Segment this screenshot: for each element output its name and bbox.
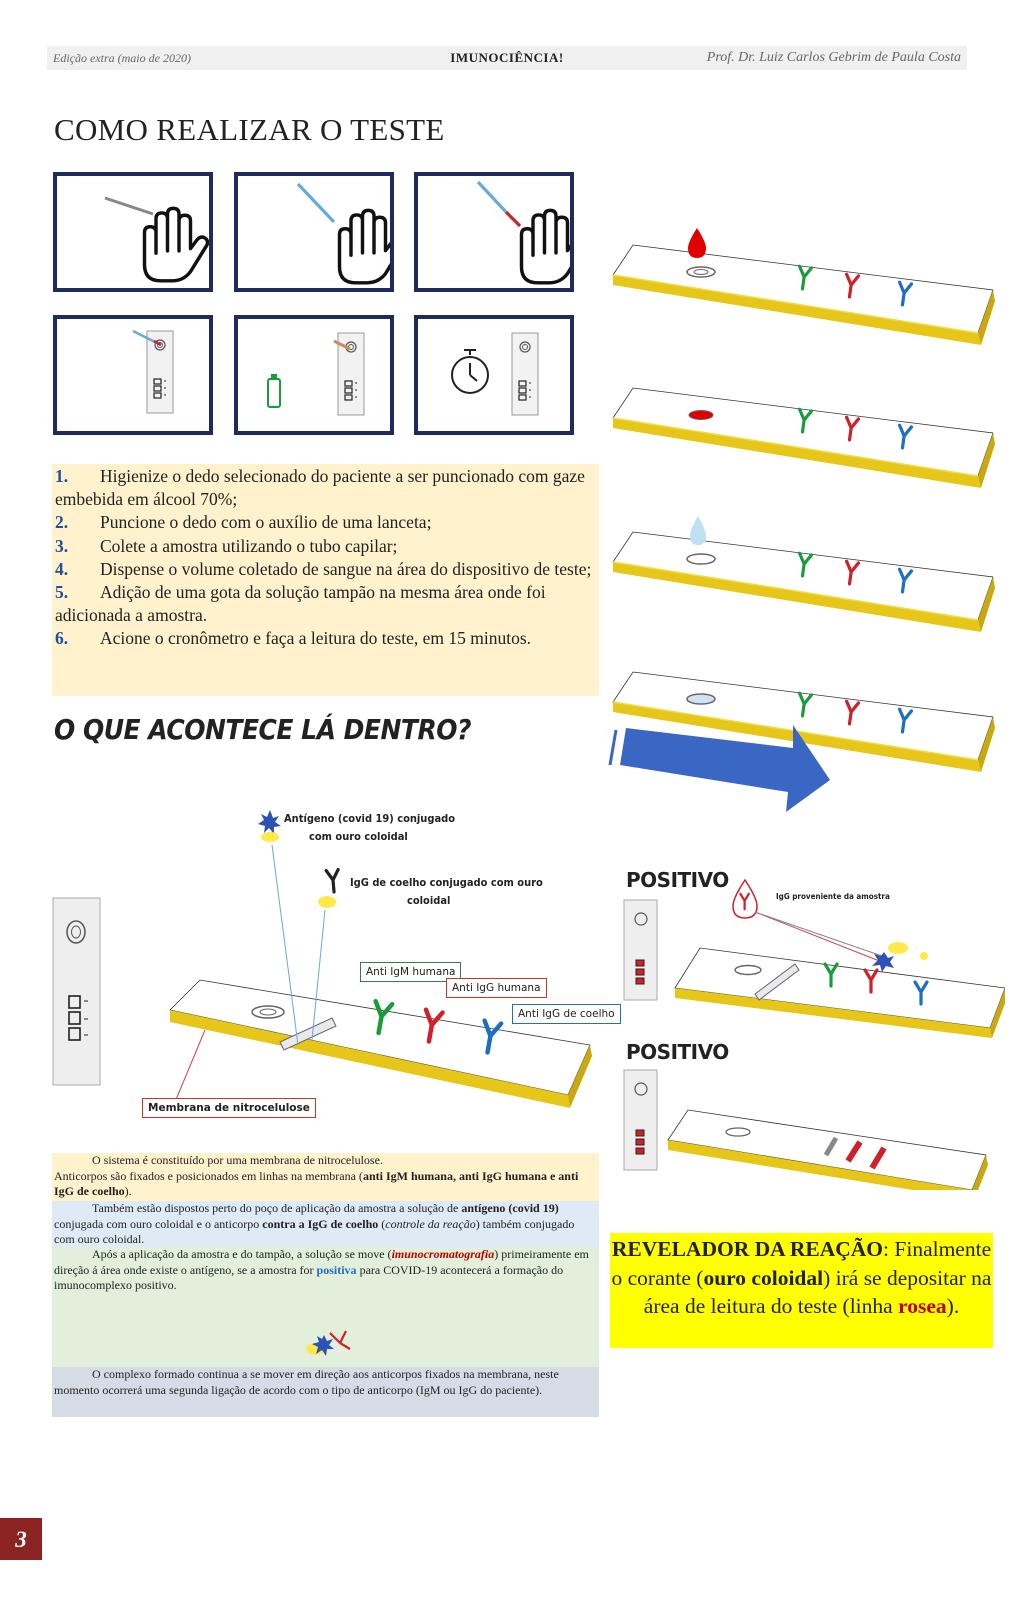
lateral-flow-diagram (52, 810, 592, 1108)
immunocomplex-icon (306, 1330, 351, 1356)
list-item: 3.Colete a amostra utilizando o tubo cap… (55, 535, 398, 556)
section-title-inside: O QUE ACONTECE LÁ DENTRO? (54, 713, 471, 746)
hand-icon (519, 208, 587, 285)
arrow-right-icon (608, 725, 830, 812)
step-box-1 (53, 172, 213, 292)
paragraph-3: Após a aplicação da amostra e do tampão,… (52, 1247, 599, 1367)
sample-igg-label: IgG proveniente da amostra (776, 892, 890, 901)
page-number: 3 (0, 1518, 42, 1560)
positive-label-2: POSITIVO (626, 1040, 729, 1064)
antigen-label-2: com ouro coloidal (309, 830, 408, 843)
buffer-bottle-icon (267, 374, 281, 408)
step-box-3 (414, 172, 587, 292)
test-cassette-icon (511, 332, 539, 416)
author-label: Prof. Dr. Luiz Carlos Gebrim de Paula Co… (706, 50, 961, 65)
positive-results (623, 878, 1005, 1190)
paragraph-1: O sistema é constituído por uma membrana… (52, 1153, 599, 1201)
igg-label-2: coloidal (407, 894, 451, 907)
paragraph-2: Também estão dispostos perto do poço de … (52, 1201, 599, 1247)
antigen-icon (258, 810, 281, 842)
edition-label: Edição extra (maio de 2020) (53, 51, 191, 65)
label-membrana: Membrana de nitrocelulose (142, 1098, 316, 1118)
igg-label-1: IgG de coelho conjugado com ouro (350, 876, 543, 889)
step-box-5 (234, 315, 394, 435)
journal-title: IMUNOCIÊNCIA! (450, 50, 564, 65)
step-box-4 (53, 315, 213, 435)
paragraph-4: O complexo formado continua a se mover e… (52, 1367, 599, 1417)
blood-drop-icon (688, 228, 706, 258)
buffer-drop-icon (690, 516, 706, 545)
positive-label-1: POSITIVO (626, 868, 729, 892)
step-box-2 (234, 172, 405, 292)
list-item: 2.Puncione o dedo com o auxílio de uma l… (55, 512, 432, 533)
step-box-6 (414, 315, 574, 435)
page-header: Edição extra (maio de 2020) IMUNOCIÊNCIA… (47, 46, 967, 70)
hand-icon (337, 208, 405, 285)
list-item: 6.Acione o cronômetro e faça a leitura d… (55, 628, 532, 649)
rabbit-igg-icon (318, 867, 342, 908)
revelador-box: REVELADOR DA REAÇÃO: Finalmente o corant… (610, 1233, 993, 1348)
antigen-label-1: Antígeno (covid 19) conjugado (284, 812, 455, 825)
section-title-how-to: COMO REALIZAR O TESTE (54, 112, 445, 147)
list-item: 1.Higienize o dedo selecionado do pacien… (55, 466, 585, 510)
steps-list: 1.Higienize o dedo selecionado do pacien… (52, 464, 599, 696)
strip-sequence (608, 228, 996, 812)
hand-icon (142, 206, 210, 283)
list-item: 5.Adição de uma gota da solução tampão n… (55, 582, 546, 626)
label-anti-igg-coelho: Anti IgG de coelho (512, 1004, 621, 1024)
label-anti-igm: Anti IgM humana (360, 962, 462, 982)
label-anti-igg: Anti IgG humana (446, 978, 547, 998)
sample-igg-icon (732, 878, 758, 919)
stopwatch-icon (451, 349, 489, 394)
list-item: 4.Dispense o volume coletado de sangue n… (55, 558, 592, 579)
